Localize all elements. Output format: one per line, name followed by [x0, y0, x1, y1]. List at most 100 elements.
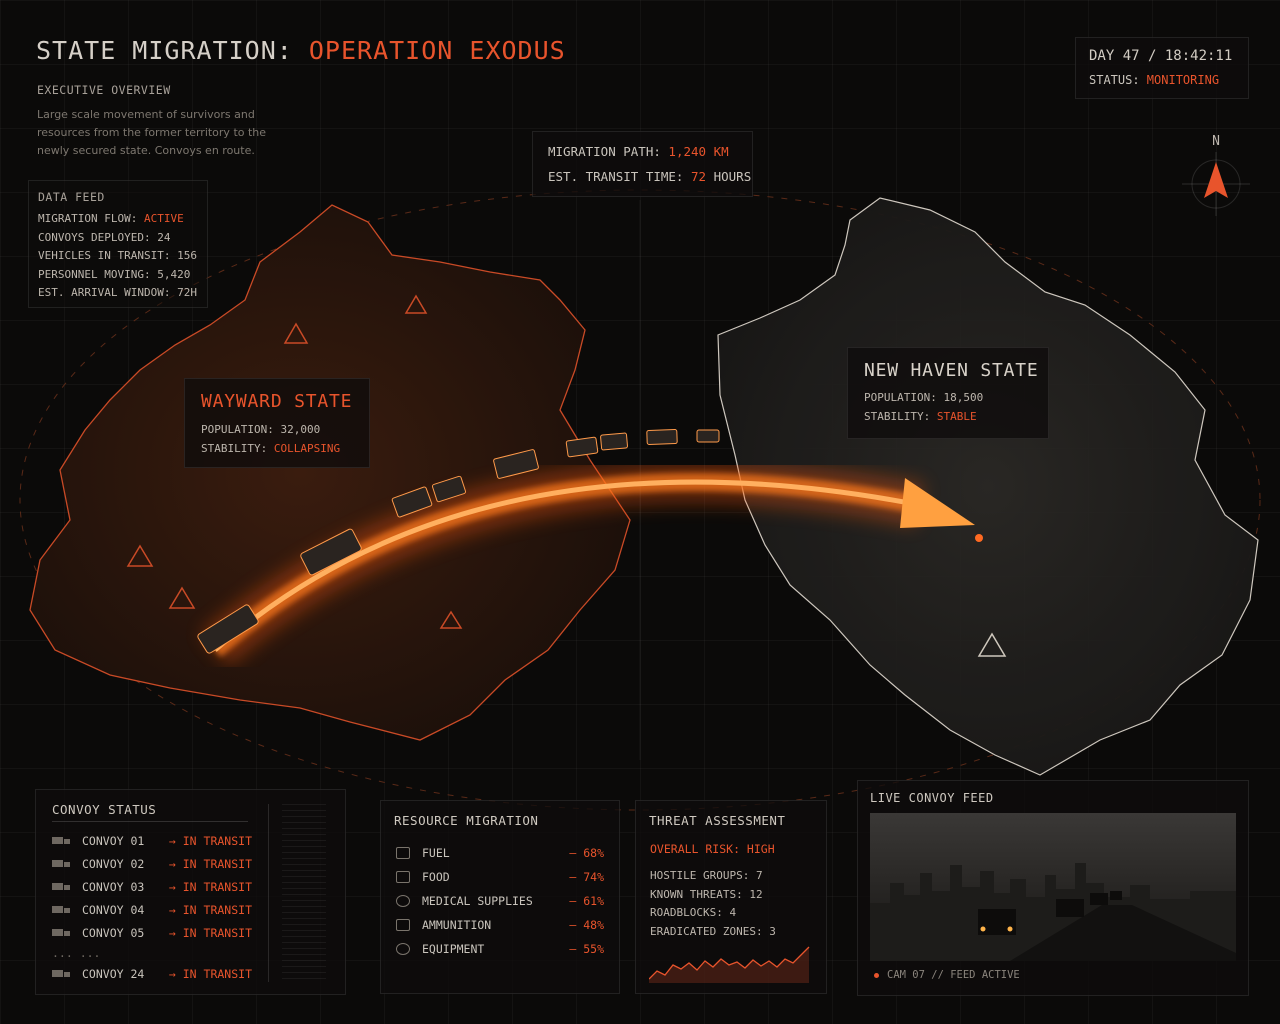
migration-path-panel: MIGRATION PATH: 1,240 KM EST. TRANSIT TI… [532, 131, 753, 197]
convoy-row[interactable]: CONVOY 05→ IN TRANSIT [52, 921, 252, 944]
truck-icon [52, 859, 70, 869]
divider [52, 821, 248, 822]
page-description: Large scale movement of survivors and re… [37, 108, 267, 157]
resource-list: FUEL— 68% FOOD— 74% MEDICAL SUPPLIES— 61… [396, 841, 604, 961]
truck-icon [52, 928, 70, 938]
feed-caption: CAM 07 // FEED ACTIVE [887, 969, 1020, 981]
convoy-name: CONVOY 04 [82, 902, 145, 917]
resource-value: — 61% [569, 894, 604, 908]
compass-north-arrow-icon [1204, 162, 1228, 198]
convoy-row[interactable]: CONVOY 24 → IN TRANSIT [52, 962, 252, 985]
compass-rose [1182, 152, 1250, 216]
overall-risk: OVERALL RISK: HIGH [650, 842, 775, 856]
convoy-status-panel: CONVOY STATUS CONVOY 01→ IN TRANSIT CONV… [35, 789, 346, 995]
truck-icon [52, 905, 70, 915]
threat-line: ROADBLOCKS: 4 [650, 906, 737, 919]
status-label: STATUS: [1089, 73, 1147, 87]
migration-flow-value: ACTIVE [143, 212, 184, 225]
convoy-name: CONVOY 02 [82, 856, 145, 871]
status-value: MONITORING [1146, 73, 1220, 87]
data-feed-line: EST. ARRIVAL WINDOW: 72H [38, 286, 197, 299]
transit-time: EST. TRANSIT TIME: 72 HOURS [548, 169, 751, 184]
transit-label: EST. TRANSIT TIME: [548, 169, 691, 184]
wayward-stability: STABILITY: COLLAPSING [201, 440, 340, 459]
migration-flow-line: MIGRATION FLOW: ACTIVE [38, 210, 197, 229]
resource-label: MEDICAL SUPPLIES [422, 894, 533, 908]
data-feed-title: DATA FEED [38, 190, 105, 204]
data-feed-lines: MIGRATION FLOW: ACTIVE CONVOYS DEPLOYED:… [38, 210, 197, 303]
migration-flow-label: MIGRATION FLOW: [38, 212, 144, 225]
convoy-status: → IN TRANSIT [168, 902, 252, 917]
convoy-vehicles [197, 429, 720, 654]
data-feed-line: CONVOYS DEPLOYED: 24 [38, 230, 171, 244]
camera-feed-image[interactable] [870, 813, 1236, 961]
range-orbit [19, 189, 1261, 811]
route-arrowhead [900, 478, 975, 528]
truck-icon [52, 969, 70, 979]
truck-icon [52, 836, 70, 846]
wayward-territory[interactable] [29, 204, 631, 741]
new-haven-population: POPULATION: 18,500 [864, 391, 984, 404]
data-feed-panel: DATA FEED MIGRATION FLOW: ACTIVE CONVOYS… [28, 180, 208, 308]
new-haven-territory[interactable] [717, 197, 1259, 776]
threat-trend-sparkline [649, 946, 810, 983]
new-haven-state-card[interactable]: NEW HAVEN STATE POPULATION: 18,500 STABI… [847, 347, 1049, 439]
convoy-status: → IN TRANSIT [168, 966, 252, 981]
transit-unit: HOURS [706, 169, 752, 184]
live-feed-title: LIVE CONVOY FEED [870, 791, 994, 805]
page-subtitle: EXECUTIVE OVERVIEW [37, 83, 171, 97]
path-distance: MIGRATION PATH: 1,240 KM [548, 144, 729, 159]
title-prefix: STATE MIGRATION: [36, 36, 309, 65]
new-haven-stability-value: STABLE [936, 410, 977, 423]
feed-caption-row: CAM 07 // FEED ACTIVE [874, 969, 1020, 981]
hazard-icon [126, 294, 463, 629]
resource-value: — 48% [569, 918, 604, 932]
fuel-icon [396, 847, 410, 859]
data-feed-line: PERSONNEL MOVING: 5,420 [38, 267, 191, 281]
convoy-row[interactable]: CONVOY 02 → IN TRANSIT [52, 852, 252, 875]
convoy-name: CONVOY 01 [82, 833, 145, 848]
new-haven-stability-label: STABILITY: [864, 410, 937, 423]
convoy-row[interactable]: CONVOY 03→ IN TRANSIT [52, 875, 252, 898]
truck-icon [52, 882, 70, 892]
convoy-status: → IN TRANSIT [168, 833, 252, 848]
threat-line: KNOWN THREATS: 12 [650, 887, 763, 901]
equipment-icon [396, 943, 410, 955]
page-title: STATE MIGRATION: OPERATION EXODUS [36, 36, 566, 65]
resource-percent: 55% [583, 942, 604, 956]
convoy-ellipsis: ... ... [52, 946, 101, 960]
live-convoy-feed-panel: LIVE CONVOY FEED CAM 07 // FEED ACTIVE [857, 780, 1249, 996]
resource-percent: 48% [583, 918, 604, 932]
threat-assessment-title: THREAT ASSESSMENT [649, 813, 786, 828]
resource-label: AMMUNITION [422, 918, 492, 932]
resource-value: — 74% [569, 870, 604, 884]
ammunition-icon [396, 919, 410, 931]
convoy-status: → IN TRANSIT [168, 879, 252, 894]
convoy-row[interactable]: CONVOY 04 → IN TRANSIT [52, 898, 252, 921]
resource-percent: 68% [583, 846, 604, 860]
convoy-status: → IN TRANSIT [168, 856, 252, 871]
compass-label: N [1212, 134, 1220, 149]
status-line: STATUS: MONITORING [1089, 73, 1219, 87]
transit-value: 72 [691, 169, 707, 184]
food-icon [396, 871, 410, 883]
path-label: MIGRATION PATH: [548, 144, 669, 159]
resource-row: AMMUNITION — 48% [396, 913, 604, 937]
clock-panel: DAY 47 / 18:42:11 STATUS: MONITORING [1075, 37, 1249, 99]
resource-value: — 55% [569, 942, 604, 956]
resource-row: MEDICAL SUPPLIES — 61% [396, 889, 604, 913]
wayward-state-card[interactable]: WAYWARD STATE POPULATION: 32,000 STABILI… [184, 378, 370, 468]
resource-migration-title: RESOURCE MIGRATION [394, 813, 539, 828]
resource-label: FOOD [422, 870, 450, 884]
hazard-icon [977, 632, 1007, 657]
resource-migration-panel: RESOURCE MIGRATION FUEL— 68% FOOD— 74% M… [380, 800, 620, 994]
wayward-stability-value: COLLAPSING [273, 442, 341, 455]
convoy-name: CONVOY 24 [82, 966, 145, 981]
convoy-list: CONVOY 01 → IN TRANSIT CONVOY 02 → IN TRAN… [52, 829, 252, 985]
threat-assessment-panel: THREAT ASSESSMENT OVERALL RISK: HIGH HOS… [635, 800, 827, 994]
new-haven-stability: STABILITY: STABLE [864, 408, 977, 427]
threat-lines: HOSTILE GROUPS: 7 KNOWN THREATS: 12 ROAD… [650, 867, 776, 941]
convoy-row[interactable]: CONVOY 01 → IN TRANSIT [52, 829, 252, 852]
new-haven-state-name: NEW HAVEN STATE [864, 360, 1039, 381]
